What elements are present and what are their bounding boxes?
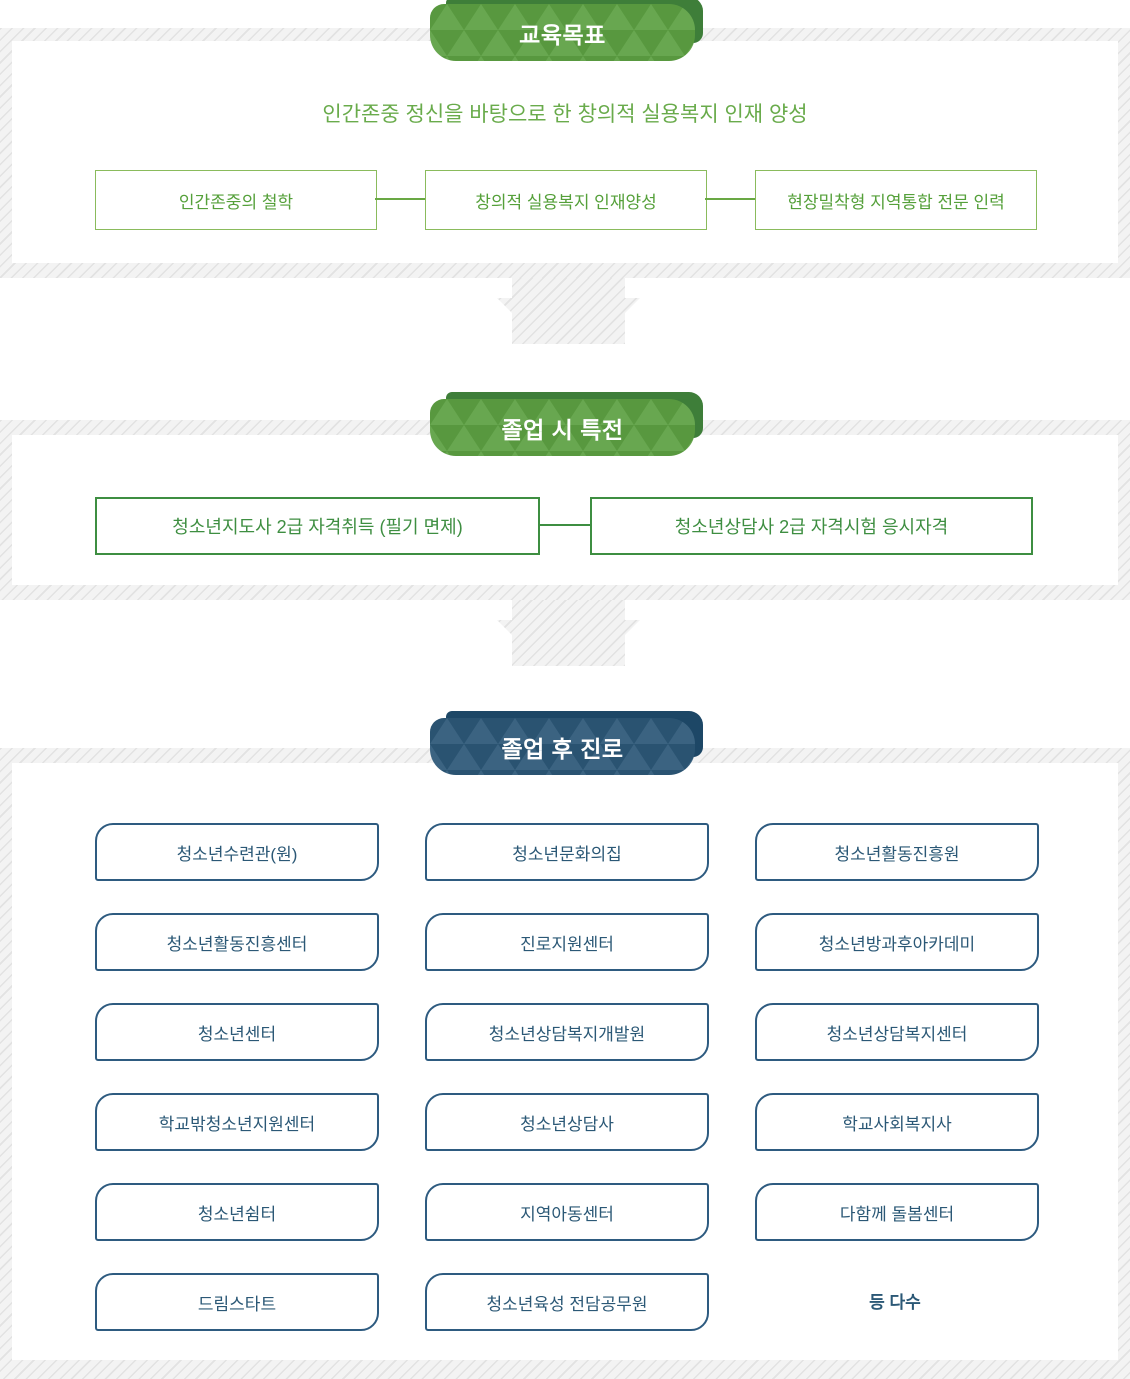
triangle-pattern-texture — [430, 4, 695, 61]
down-arrow — [497, 278, 640, 344]
triangle-pattern-texture — [430, 718, 695, 775]
career-box-label: 다함께 돌봄센터 — [839, 1204, 955, 1224]
section-goals: 교육목표 인간존중 정신을 바탕으로 한 창의적 실용복지 인재 양성 인간존중… — [0, 0, 1130, 398]
goals-badge: 교육목표 — [430, 0, 703, 61]
goal-box-label: 인간존중의 철학 — [178, 192, 294, 212]
career-box-label: 청소년상담사 — [520, 1114, 614, 1134]
career-note: 등 다수 — [755, 1273, 1035, 1327]
benefit-box: 청소년지도사 2급 자격취득 (필기 면제) — [95, 497, 540, 555]
career-box: 청소년상담사 — [425, 1093, 709, 1151]
career-box-label: 청소년센터 — [197, 1024, 277, 1044]
career-box-label: 청소년쉼터 — [197, 1204, 277, 1224]
badge-front: 교육목표 — [430, 4, 695, 61]
badge-front: 졸업 시 특전 — [430, 399, 695, 456]
career-box-label: 청소년상담복지개발원 — [488, 1024, 646, 1044]
goal-box: 인간존중의 철학 — [95, 170, 377, 230]
career-box: 청소년상담복지센터 — [755, 1003, 1039, 1061]
goal-box-label: 현장밀착형 지역통합 전문 인력 — [787, 192, 1005, 212]
goal-box: 현장밀착형 지역통합 전문 인력 — [755, 170, 1037, 230]
benefits-badge: 졸업 시 특전 — [430, 392, 703, 456]
badge-front: 졸업 후 진로 — [430, 718, 695, 775]
benefit-box-label: 청소년상담사 2급 자격시험 응시자격 — [674, 517, 949, 537]
career-box: 청소년상담복지개발원 — [425, 1003, 709, 1061]
goal-box-label: 창의적 실용복지 인재양성 — [475, 192, 657, 212]
career-box-label: 청소년문화의집 — [512, 844, 622, 864]
career-box: 청소년수련관(원) — [95, 823, 379, 881]
careers-badge: 졸업 후 진로 — [430, 711, 703, 775]
career-box: 학교사회복지사 — [755, 1093, 1039, 1151]
badge-label: 교육목표 — [519, 21, 606, 48]
career-box-label: 청소년활동진흥원 — [834, 844, 960, 864]
career-box: 청소년쉼터 — [95, 1183, 379, 1241]
career-box-label: 등 다수 — [869, 1292, 921, 1312]
career-box-label: 드림스타트 — [197, 1294, 277, 1314]
career-box: 청소년활동진흥센터 — [95, 913, 379, 971]
career-box: 청소년활동진흥원 — [755, 823, 1039, 881]
career-box-label: 지역아동센터 — [520, 1204, 614, 1224]
benefit-connector — [540, 524, 590, 526]
career-box: 드림스타트 — [95, 1273, 379, 1331]
goal-connector — [375, 198, 425, 200]
benefit-box-label: 청소년지도사 2급 자격취득 (필기 면제) — [172, 517, 463, 537]
badge-label: 졸업 시 특전 — [501, 416, 624, 443]
career-box-label: 청소년수련관(원) — [176, 844, 298, 864]
career-box: 청소년문화의집 — [425, 823, 709, 881]
triangle-pattern-texture — [430, 399, 695, 456]
career-box: 청소년육성 전담공무원 — [425, 1273, 709, 1331]
goal-connector — [705, 198, 755, 200]
career-box-label: 학교밖청소년지원센터 — [158, 1114, 316, 1134]
career-box: 지역아동센터 — [425, 1183, 709, 1241]
career-box: 청소년방과후아카데미 — [755, 913, 1039, 971]
career-box-label: 학교사회복지사 — [842, 1114, 952, 1134]
career-box-label: 청소년방과후아카데미 — [818, 934, 976, 954]
career-box-label: 청소년육성 전담공무원 — [486, 1294, 648, 1314]
goals-panel — [0, 28, 1130, 278]
career-box-label: 청소년활동진흥센터 — [166, 934, 308, 954]
goal-box: 창의적 실용복지 인재양성 — [425, 170, 707, 230]
career-box-label: 진로지원센터 — [520, 934, 614, 954]
career-box: 학교밖청소년지원센터 — [95, 1093, 379, 1151]
badge-label: 졸업 후 진로 — [501, 735, 624, 762]
down-arrow — [497, 600, 640, 666]
section-benefits: 졸업 시 특전 청소년지도사 2급 자격취득 (필기 면제) 청소년상담사 2급… — [0, 392, 1130, 718]
career-box: 다함께 돌봄센터 — [755, 1183, 1039, 1241]
benefit-box: 청소년상담사 2급 자격시험 응시자격 — [590, 497, 1033, 555]
goals-headline: 인간존중 정신을 바탕으로 한 창의적 실용복지 인재 양성 — [322, 103, 808, 126]
career-box-label: 청소년상담복지센터 — [826, 1024, 968, 1044]
career-box: 진로지원센터 — [425, 913, 709, 971]
career-box: 청소년센터 — [95, 1003, 379, 1061]
